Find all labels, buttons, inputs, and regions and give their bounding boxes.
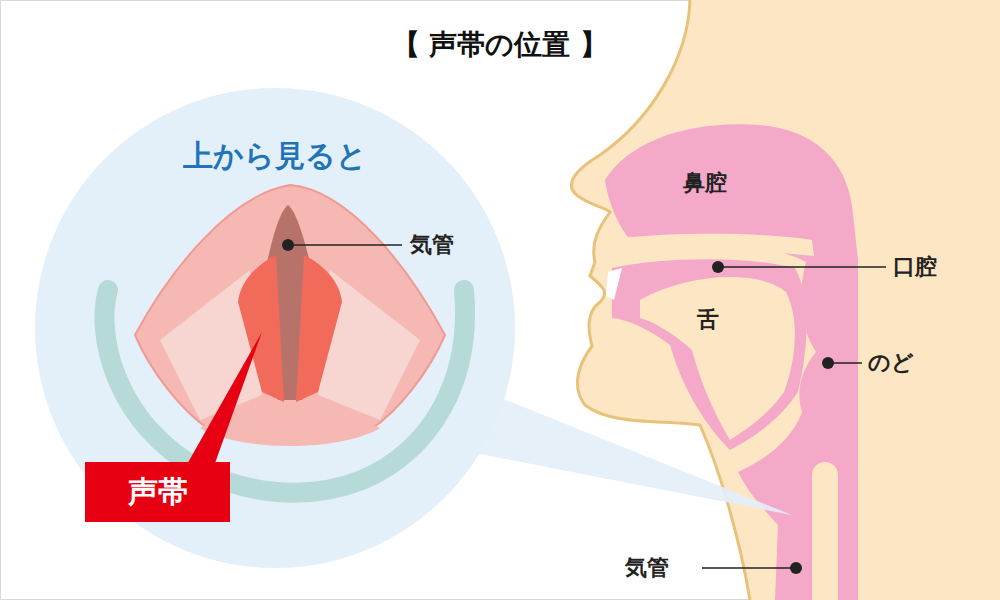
label-box: 声帯 — [85, 462, 230, 522]
part-label: 鼻腔 — [683, 168, 727, 198]
leader-line — [702, 567, 796, 569]
leader-line — [828, 362, 862, 364]
part-label: 気管 — [625, 553, 669, 583]
oral-cavity — [612, 259, 807, 450]
part-label: 舌 — [697, 305, 719, 335]
zoom-bubble — [35, 88, 515, 568]
vocal-fold — [238, 255, 284, 402]
leader-line — [288, 244, 402, 246]
part-label: 気管 — [410, 230, 454, 260]
title: 【 声帯の位置 】 — [392, 26, 609, 64]
tongue — [640, 277, 795, 440]
larynx-tissue — [135, 185, 445, 430]
box-text: 声帯 — [128, 472, 188, 513]
oesophagus — [812, 462, 838, 600]
leader-line — [718, 266, 886, 268]
vocal-fold — [296, 255, 342, 402]
bubble-tail — [470, 392, 792, 515]
teeth-mark — [606, 268, 622, 300]
part-label: のど — [868, 348, 914, 378]
pointer — [186, 332, 262, 466]
palate — [620, 234, 814, 256]
part-label: 口腔 — [893, 252, 937, 282]
part-label: 上から見ると — [183, 136, 367, 177]
head-skin — [571, 0, 1000, 600]
